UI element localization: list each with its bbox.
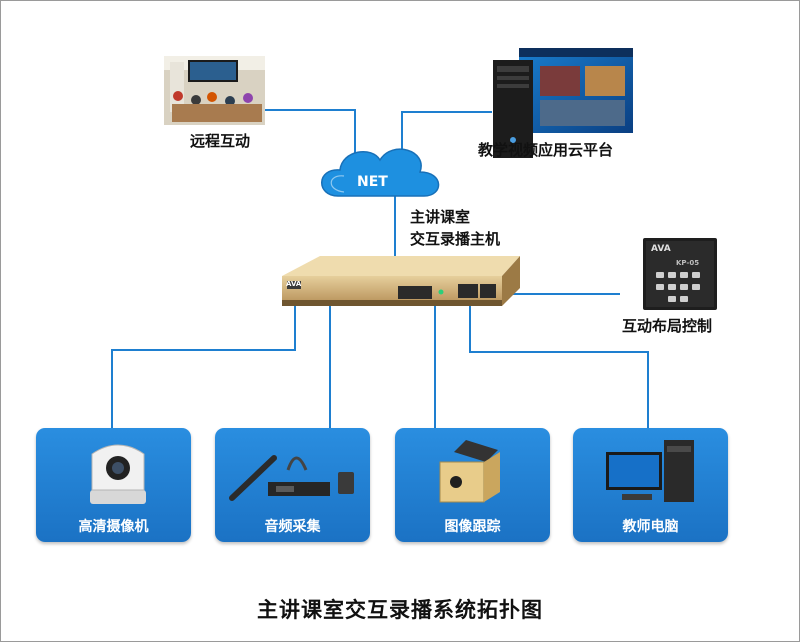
remote-classroom-photo <box>164 56 265 125</box>
desktop-computer-icon <box>606 440 694 502</box>
net-cloud-icon <box>321 148 440 197</box>
layout-control-panel-image <box>643 238 717 310</box>
device-label: 图像跟踪 <box>444 519 501 535</box>
remote-interaction-label: 远程互动 <box>190 132 251 150</box>
device-label: 教师电脑 <box>622 519 679 535</box>
device-label: 音频采集 <box>264 519 321 535</box>
line-cloud-to-platform <box>401 111 492 158</box>
tracking-camera-icon <box>439 440 500 503</box>
panel-model: KP-05 <box>676 259 700 267</box>
cloud-platform-label: 教学视频应用云平台 <box>478 141 614 159</box>
host-logo: AVA <box>286 280 302 288</box>
diagram-title: 主讲课室交互录播系统拓扑图 <box>257 597 543 622</box>
line-host-to-camera <box>111 300 296 428</box>
ptz-camera-icon <box>90 444 146 504</box>
net-label: NET <box>357 174 388 190</box>
host-recorder-image <box>282 256 520 306</box>
host-label-line1: 主讲课室 <box>410 208 471 226</box>
cloud-platform-image <box>493 48 633 158</box>
device-label: 高清摄像机 <box>78 519 149 535</box>
microphone-kit-icon <box>229 455 354 501</box>
layout-control-label: 互动布局控制 <box>622 317 713 335</box>
line-host-to-pc <box>469 306 649 428</box>
host-label-line2: 交互录播主机 <box>410 230 501 248</box>
panel-logo: AVA <box>651 244 671 254</box>
